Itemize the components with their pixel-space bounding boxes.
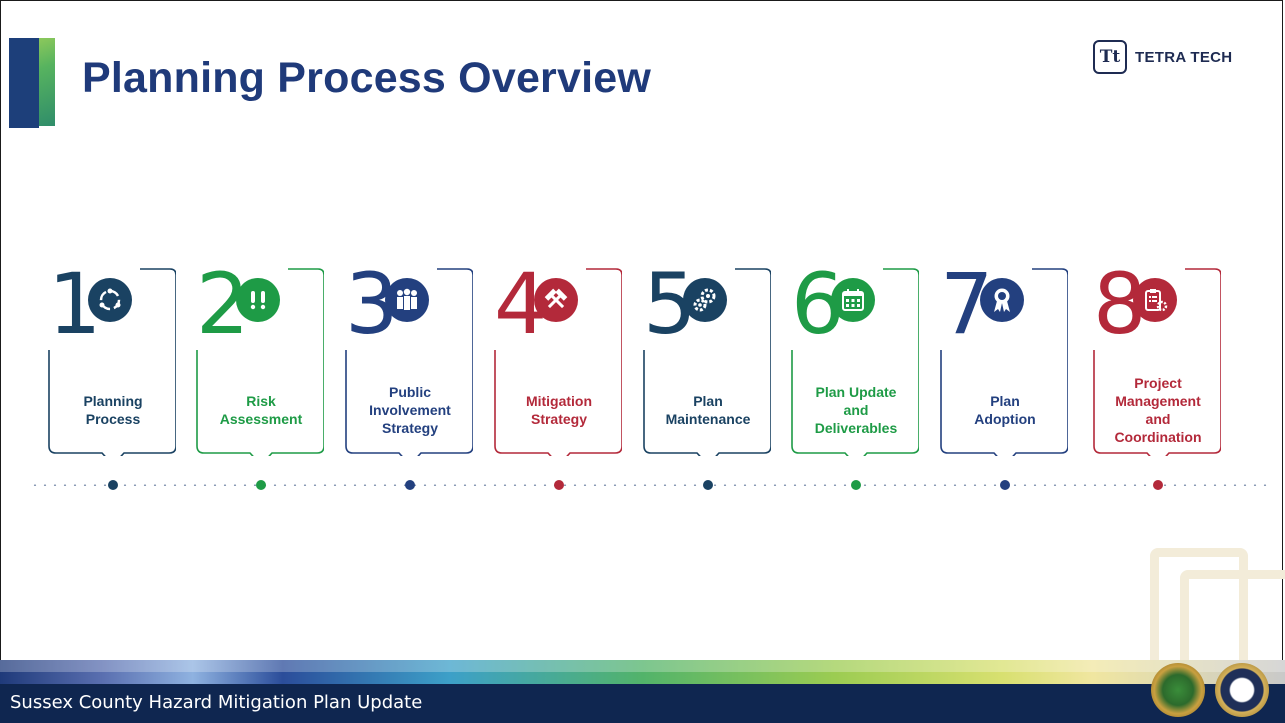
title-accent-dark [9, 38, 39, 128]
timeline-dot [1153, 480, 1163, 490]
step-card-outline [643, 268, 771, 456]
exclamation-icon [236, 278, 280, 322]
hammers-icon [534, 278, 578, 322]
step-card-outline [940, 268, 1068, 456]
people-icon [385, 278, 429, 322]
step-label: Mitigation Strategy [525, 393, 593, 427]
step-card-outline [345, 268, 473, 456]
step-label: Public Involvement Strategy [369, 384, 451, 436]
footer-bar: Sussex County Hazard Mitigation Plan Upd… [0, 684, 1285, 723]
step-label: Plan Maintenance [665, 393, 751, 427]
sheriff-seal [1215, 663, 1269, 717]
timeline-dot [256, 480, 266, 490]
timeline-dot [851, 480, 861, 490]
timeline-dotted-line [30, 484, 1270, 486]
cycle-arrows-icon [88, 278, 132, 322]
step-card-outline [791, 268, 919, 456]
timeline-dot [405, 480, 415, 490]
calendar-icon [831, 278, 875, 322]
timeline-dot [1000, 480, 1010, 490]
step-label: Plan Adoption [974, 393, 1036, 427]
step-card-outline [48, 268, 176, 456]
tetra-tech-logo-mark: Tt [1093, 40, 1127, 74]
step-label: Risk Assessment [219, 393, 303, 427]
sussex-county-seal [1151, 663, 1205, 717]
step-card-outline [1093, 268, 1221, 456]
slide-title: Planning Process Overview [82, 54, 652, 102]
timeline-dot [703, 480, 713, 490]
timeline-dot [554, 480, 564, 490]
tetra-tech-logo: Tt TETRA TECH [1093, 40, 1232, 74]
gears-icon [683, 278, 727, 322]
timeline-dot [108, 480, 118, 490]
step-card-outline [494, 268, 622, 456]
tetra-tech-logo-text: TETRA TECH [1135, 48, 1233, 66]
step-label: Project Management and Coordination [1114, 375, 1202, 445]
ribbon-award-icon [980, 278, 1024, 322]
clipboard-gear-icon [1133, 278, 1177, 322]
step-label: Plan Update and Deliverables [814, 384, 898, 436]
step-card-outline [196, 268, 324, 456]
footer-text: Sussex County Hazard Mitigation Plan Upd… [10, 692, 423, 713]
footer-gradient-band [0, 660, 1285, 684]
step-label: Planning Process [83, 393, 143, 427]
